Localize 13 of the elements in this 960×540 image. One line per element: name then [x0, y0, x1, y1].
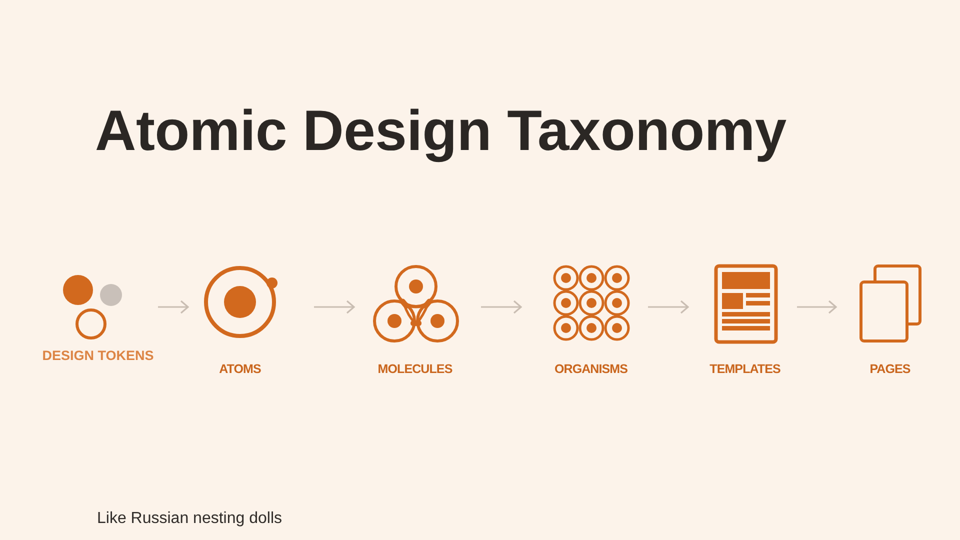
stage-label: ATOMS: [219, 363, 261, 377]
arrow: [158, 300, 189, 314]
arrow: [648, 300, 689, 314]
caption: Like Russian nesting dolls: [97, 509, 282, 529]
stage-label: PAGES: [870, 363, 910, 377]
stage-label: MOLECULES: [378, 363, 452, 377]
arrow: [314, 300, 355, 314]
stage-label: ORGANISMS: [554, 363, 628, 377]
title: Atomic Design Taxonomy: [95, 99, 786, 163]
stage-label: TEMPLATES: [710, 363, 780, 377]
arrow: [481, 300, 522, 314]
arrow: [797, 300, 837, 314]
stage-label: DESIGN TOKENS: [42, 349, 154, 364]
